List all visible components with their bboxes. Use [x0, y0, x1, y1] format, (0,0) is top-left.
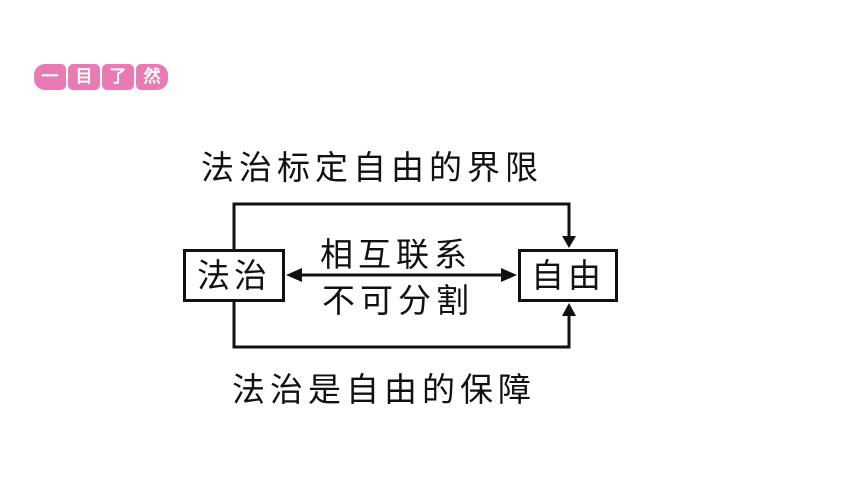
middle-arrowhead-right — [501, 268, 517, 282]
middle-arrowhead-left — [286, 268, 302, 282]
top-arrowhead — [562, 236, 576, 248]
badge-char-2: 目 — [68, 64, 100, 90]
bottom-relation-label: 法治是自由的保障 — [232, 370, 536, 409]
badge-char-4: 然 — [136, 64, 168, 90]
node-fazhi: 法治 — [183, 249, 285, 302]
badge-row: 一 目 了 然 — [34, 64, 168, 90]
middle-relation-top-label: 相互联系 — [320, 235, 472, 274]
node-fazhi-label: 法治 — [197, 256, 271, 295]
top-relation-label: 法治标定自由的界限 — [201, 148, 543, 187]
bottom-connector — [232, 302, 571, 349]
middle-relation-bottom-label: 不可分割 — [322, 281, 474, 320]
top-connector — [232, 202, 571, 249]
node-ziyou: 自由 — [518, 249, 618, 302]
node-ziyou-label: 自由 — [531, 256, 605, 295]
badge-char-1: 一 — [34, 64, 66, 90]
badge-char-3: 了 — [102, 64, 134, 90]
bottom-arrowhead — [562, 303, 576, 316]
